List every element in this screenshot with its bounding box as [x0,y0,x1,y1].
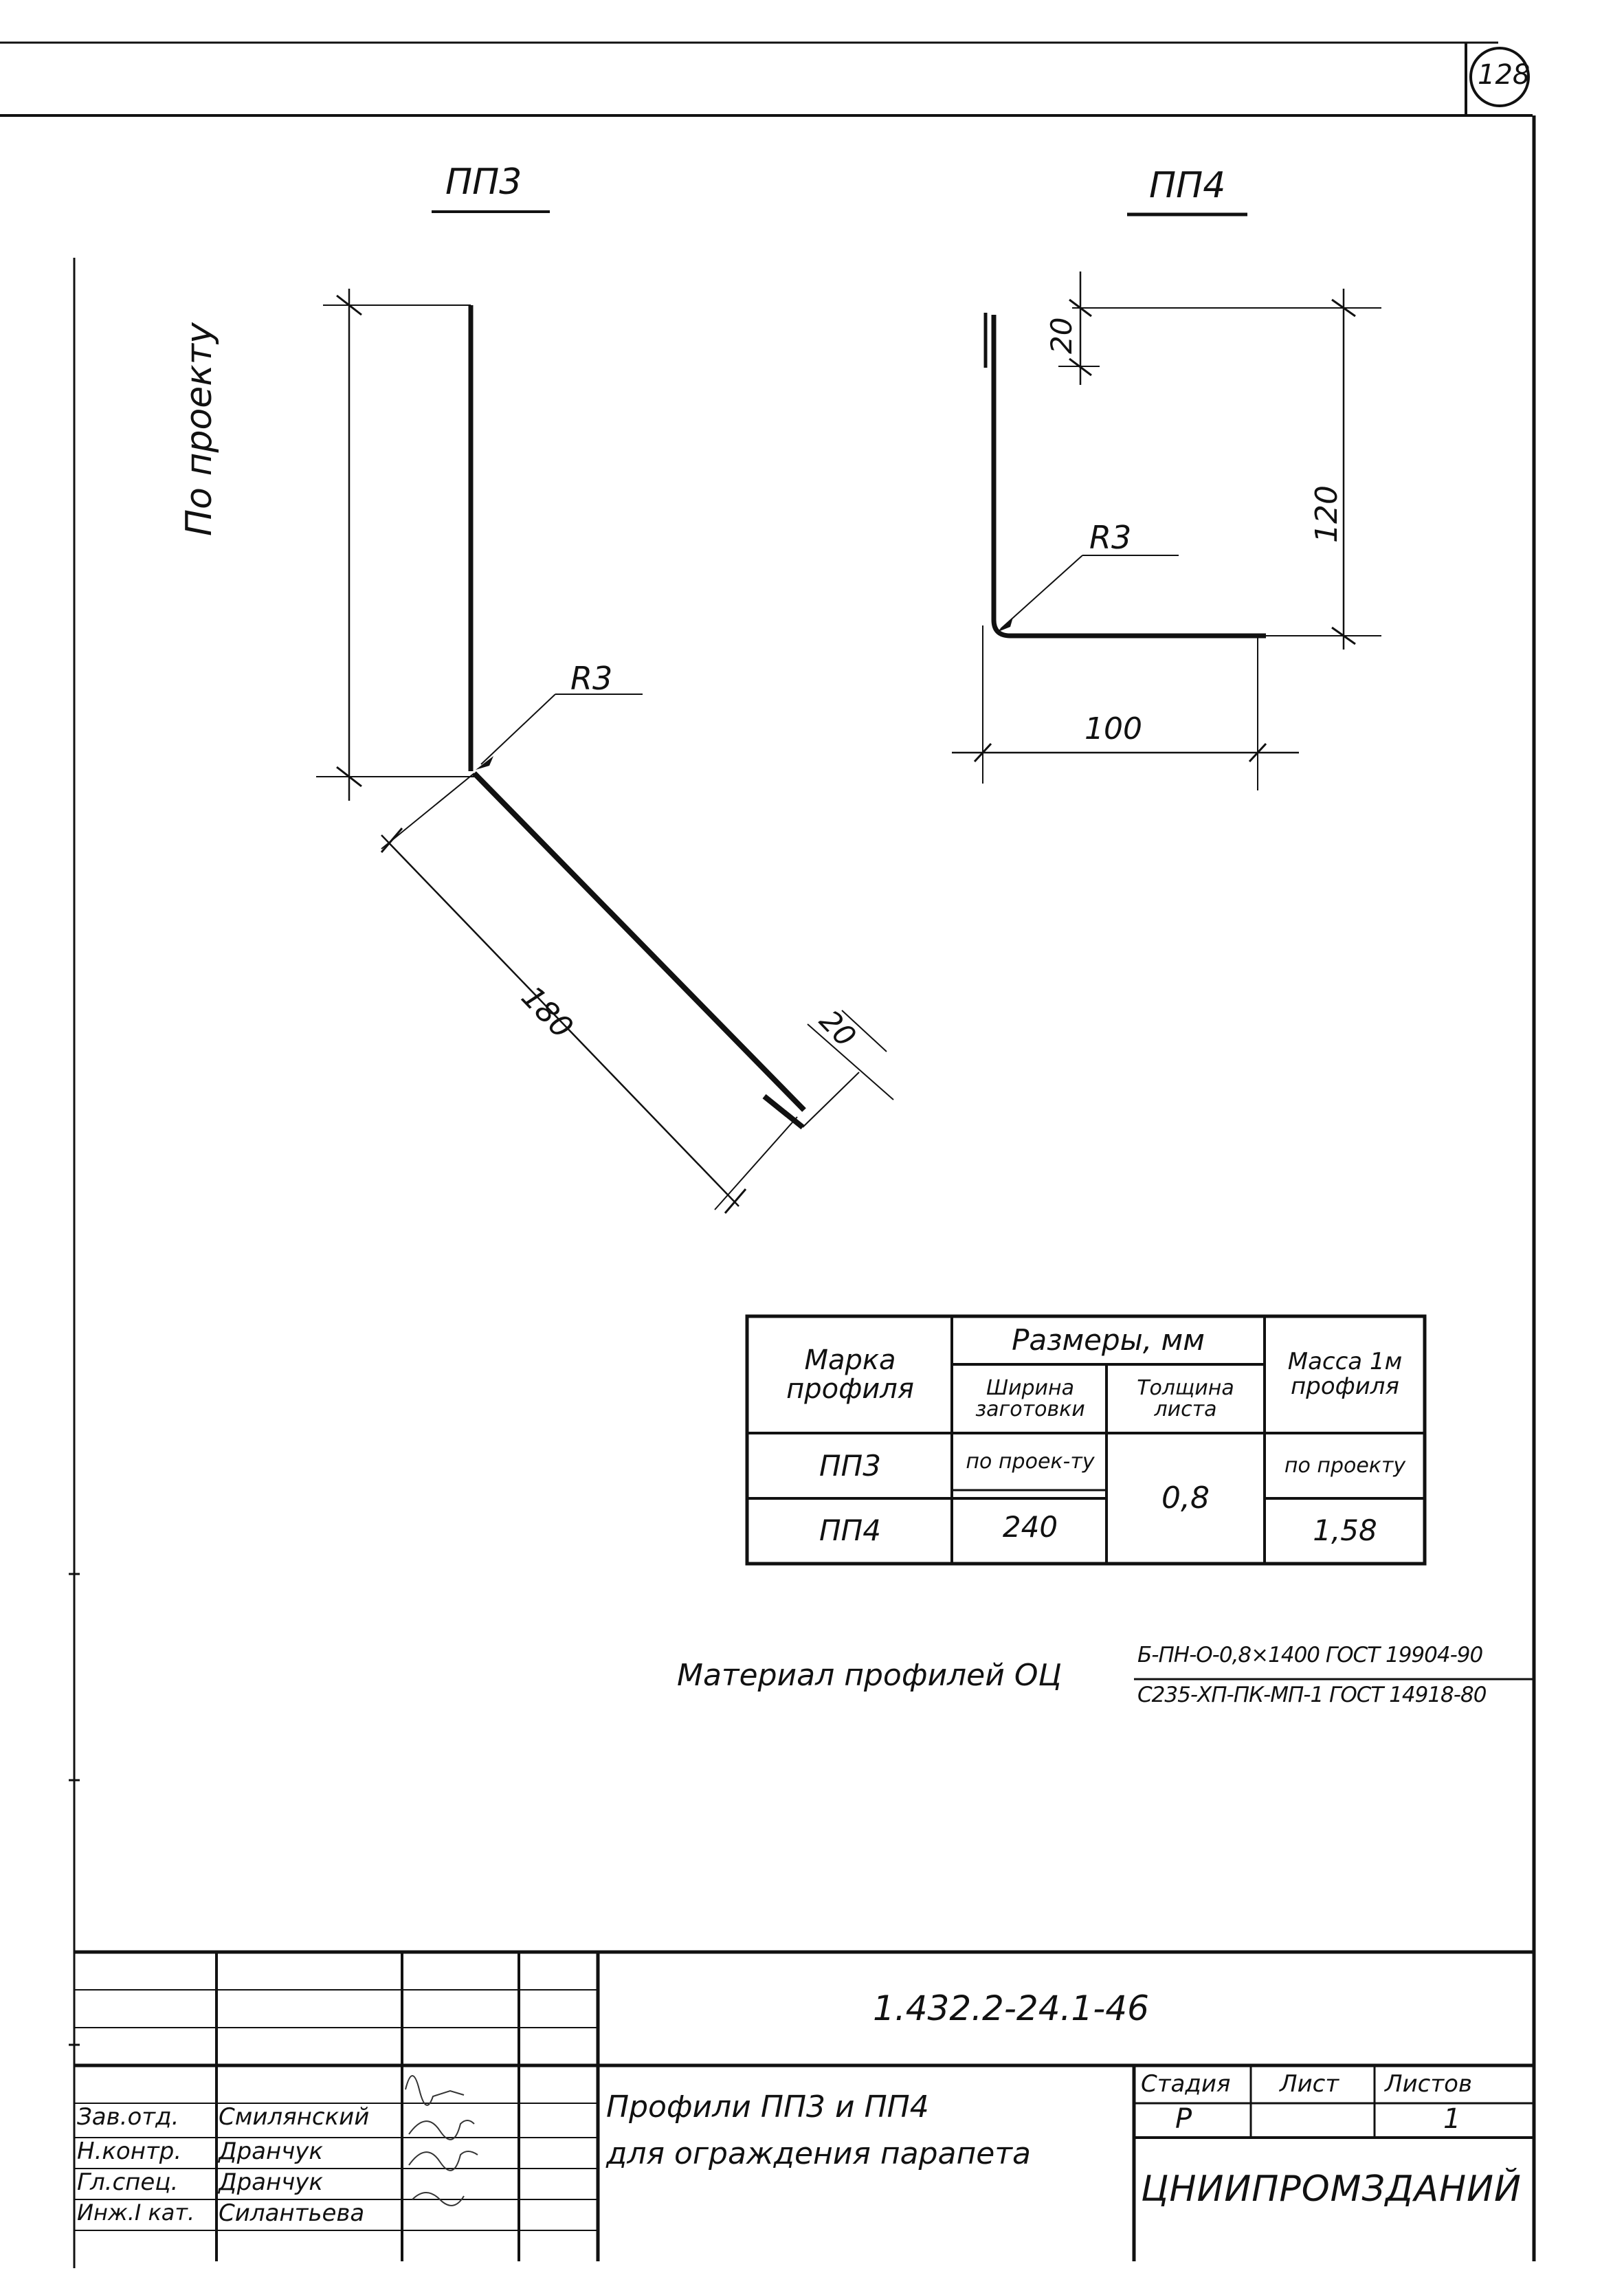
table-row-pp3-width: по проек-ту [966,1450,1095,1474]
organization-name: ЦНИИПРОМЗДАНИЙ [1141,2169,1522,2210]
pp4-profile-drawing [952,271,1381,790]
material-numerator: Б-ПН-О-0,8×1400 ГОСТ 19904-90 [1137,1643,1483,1667]
pp4-width-label: 100 [1084,711,1142,746]
sheet-number: 128 [1478,59,1531,91]
drawing-name-line1: Профили ПП3 и ПП4 [606,2089,929,2125]
sheet-label: Лист [1280,2070,1339,2098]
stage-label: Стадия [1141,2070,1231,2098]
pp4-height-label: 120 [1309,485,1344,543]
table-row-pp3-mass: по проекту [1284,1454,1406,1478]
signer-name: Смилянский [219,2103,370,2131]
drawing-name-line2: для ограждения парапета [606,2136,1031,2171]
table-row-pp4-mass: 1,58 [1313,1513,1377,1547]
signer-name: Дранчук [219,2138,323,2165]
table-row-pp3-mark: ПП3 [819,1448,881,1483]
pp4-radius-label: R3 [1089,519,1132,556]
table-header-mark: Марка профиля [786,1344,914,1405]
signer-role: Зав.отд. [77,2103,179,2131]
material-denominator: С235-ХП-ПК-МП-1 ГОСТ 14918-80 [1137,1683,1487,1707]
table-thickness-merged: 0,8 [1161,1480,1210,1516]
pp3-length-label: По проекту [179,322,220,536]
signature-marks [405,2075,478,2206]
sheet-number-circle [1469,47,1530,107]
signer-role: Гл.спец. [77,2169,179,2196]
table-row-pp4-mark: ПП4 [819,1513,881,1547]
table-row-pp4-width: 240 [1002,1509,1058,1544]
document-code: 1.432.2-24.1-46 [873,1988,1149,2028]
table-header-thickness: Толщина листа [1137,1375,1234,1421]
stage-value: Р [1175,2103,1192,2135]
signer-name: Дранчук [219,2169,323,2196]
sheets-value: 1 [1443,2103,1461,2135]
spec-table-grid [745,1314,1427,1566]
sheets-label: Листов [1385,2070,1473,2098]
pp3-profile-drawing [316,289,894,1214]
signer-role: Инж.I кат. [77,2199,195,2226]
title-block-grid [74,1950,1534,2261]
table-header-width: Ширина заготовки [975,1375,1085,1421]
pp3-title: ПП3 [445,162,522,203]
table-header-dimensions: Размеры, мм [1012,1322,1205,1357]
pp4-hem-label: 20 [1045,317,1078,354]
signer-role: Н.контр. [77,2138,182,2165]
table-header-mass: Масса 1м профиля [1287,1348,1403,1400]
material-label: Материал профилей ОЦ [677,1658,1062,1693]
pp4-title: ПП4 [1149,165,1226,206]
pp3-radius-label: R3 [570,660,613,697]
signer-name: Силантьева [219,2199,365,2227]
